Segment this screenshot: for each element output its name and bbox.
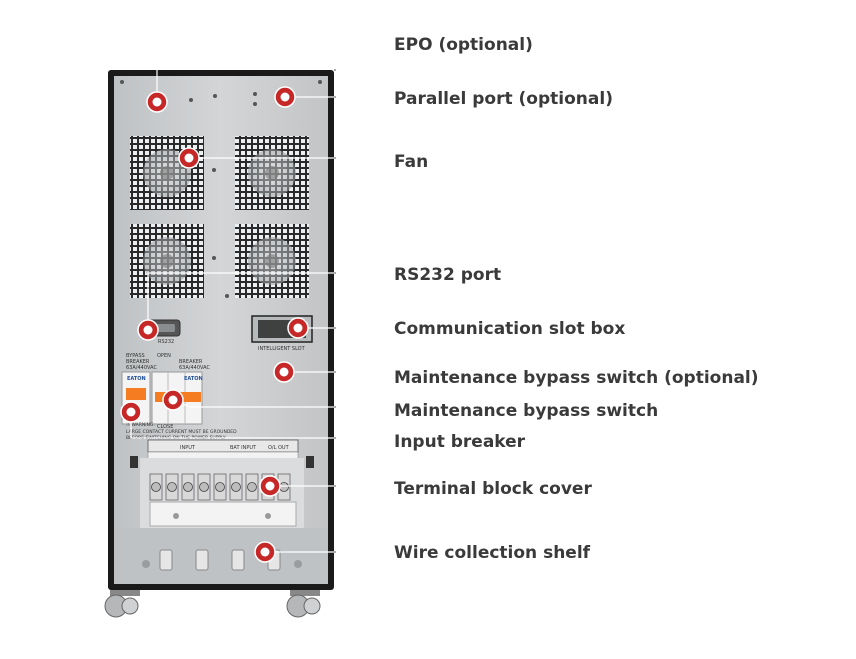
terminal-header-out: O/L OUT bbox=[268, 445, 290, 451]
warning-text-1: ⚠ WARNING: bbox=[126, 422, 155, 428]
terminal-screw bbox=[151, 482, 161, 492]
bypass-breaker-text-2: BREAKER bbox=[126, 359, 150, 365]
terminal-header-input: INPUT bbox=[180, 445, 196, 451]
terminal-screw bbox=[231, 482, 241, 492]
callout-marker-comm bbox=[287, 317, 309, 339]
callout-label-terminal-block-cover: Terminal block cover bbox=[394, 479, 592, 499]
terminal-screw bbox=[167, 482, 177, 492]
callout-marker-parallel bbox=[274, 86, 296, 108]
brand-text-2: EATON bbox=[184, 376, 203, 382]
rs232-text: RS232 bbox=[158, 339, 174, 345]
wire-collection-shelf-area bbox=[114, 528, 328, 584]
fan-bottom-right bbox=[235, 224, 309, 298]
warning-text-2: LARGE CONTACT CURRENT MUST BE GROUNDED bbox=[126, 429, 237, 435]
fan-bottom-left bbox=[130, 224, 204, 298]
callout-marker-fan bbox=[178, 147, 200, 169]
breaker-text-2: 63A/440VAC bbox=[179, 365, 210, 371]
callout-marker-maint-opt bbox=[273, 361, 295, 383]
callout-label-communication-slot-box: Communication slot box bbox=[394, 319, 626, 339]
callout-label-epo: EPO (optional) bbox=[394, 35, 533, 55]
close-text: CLOSE bbox=[157, 424, 173, 430]
fan-top-left bbox=[130, 136, 204, 210]
callout-label-fan: Fan bbox=[394, 152, 429, 172]
callout-marker-rs232 bbox=[137, 319, 159, 341]
fan-top-right bbox=[235, 136, 309, 210]
terminal-screw bbox=[183, 482, 193, 492]
callout-marker-terminal bbox=[259, 475, 281, 497]
bypass-breaker-text-1: BYPASS bbox=[126, 353, 145, 359]
intelligent-slot-text: INTELLIGENT SLOT bbox=[258, 346, 306, 352]
callout-label-maintenance-bypass-switch: Maintenance bypass switch bbox=[394, 401, 659, 421]
callout-marker-maint bbox=[162, 389, 184, 411]
callout-label-maintenance-bypass-switch-optional: Maintenance bypass switch (optional) bbox=[394, 368, 759, 388]
callout-label-parallel-port: Parallel port (optional) bbox=[394, 89, 613, 109]
bypass-breaker-text-3: 63A/440VAC bbox=[126, 365, 157, 371]
leader-line-rs232 bbox=[147, 272, 336, 330]
terminal-screw bbox=[279, 482, 289, 492]
terminal-screw bbox=[199, 482, 209, 492]
brand-text-1: EATON bbox=[127, 376, 146, 382]
callout-label-rs232-port: RS232 port bbox=[394, 265, 502, 285]
breaker-text-1: BREAKER bbox=[179, 359, 203, 365]
terminal-screw bbox=[247, 482, 257, 492]
open-text: OPEN bbox=[157, 353, 171, 359]
terminal-header-bat: BAT INPUT bbox=[230, 445, 257, 451]
terminal-block: INPUT BAT INPUT O/L OUT bbox=[130, 439, 314, 528]
callout-label-input-breaker: Input breaker bbox=[394, 432, 526, 452]
casters bbox=[104, 590, 321, 618]
callout-marker-input bbox=[120, 401, 142, 423]
callout-marker-epo bbox=[146, 91, 168, 113]
callout-marker-shelf bbox=[254, 541, 276, 563]
callout-markers bbox=[120, 86, 309, 563]
terminal-screw bbox=[215, 482, 225, 492]
callout-label-wire-collection-shelf: Wire collection shelf bbox=[394, 543, 591, 563]
